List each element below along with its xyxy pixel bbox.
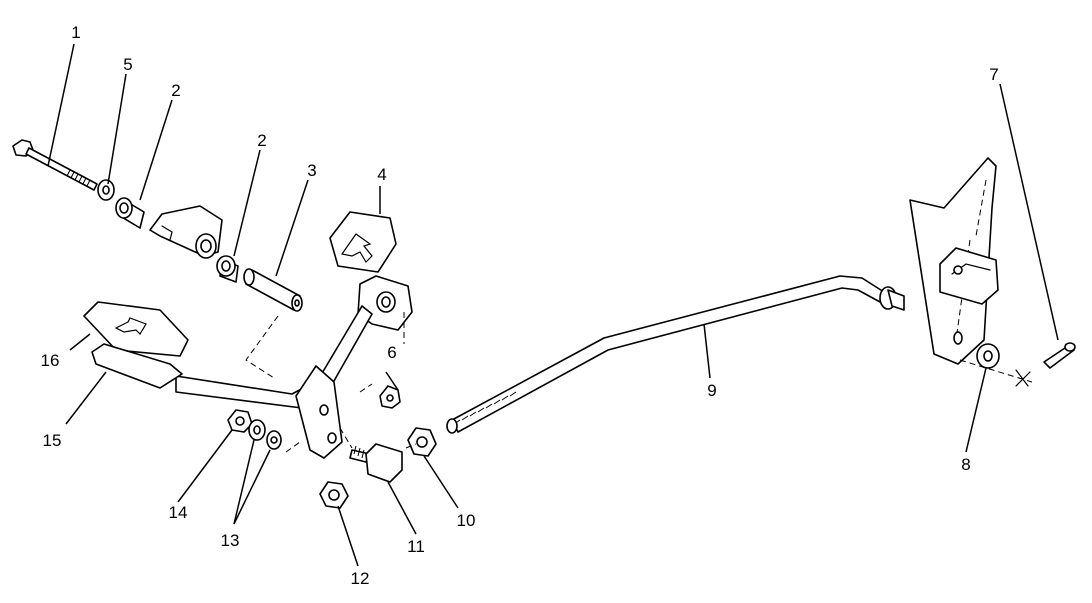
callout-labels: 1 5 2 2 3 4 16 15 6 14 13 10 11 12 9 8 7	[41, 23, 999, 588]
pedal-pad-4	[329, 211, 397, 273]
callout-2-right: 2	[257, 131, 266, 150]
nut-12	[319, 481, 349, 509]
bushing-2-right	[216, 255, 239, 283]
callout-2-left: 2	[171, 81, 180, 100]
callout-3: 3	[307, 161, 316, 180]
cotter-pin-7	[1043, 342, 1076, 369]
callout-10: 10	[457, 511, 476, 530]
washers-13	[248, 419, 282, 450]
mounting-bracket	[909, 157, 999, 365]
callout-16: 16	[41, 351, 60, 370]
nut-10	[407, 427, 437, 457]
rod-9	[446, 275, 905, 434]
callout-6: 6	[387, 343, 396, 362]
callout-14: 14	[169, 503, 188, 522]
pad-support-15	[91, 343, 183, 389]
lever-plate	[295, 365, 343, 459]
callout-15: 15	[43, 431, 62, 450]
callout-9: 9	[707, 381, 716, 400]
callout-7: 7	[989, 65, 998, 84]
callout-12: 12	[351, 569, 370, 588]
swivel-11	[349, 443, 403, 483]
bushing-2-left	[115, 197, 145, 229]
callout-1: 1	[71, 23, 80, 42]
callout-4: 4	[377, 165, 386, 184]
washer-5	[97, 179, 115, 201]
callout-leaders	[47, 43, 1059, 567]
callout-13: 13	[221, 531, 240, 550]
pedal-arm	[175, 305, 373, 409]
callout-8: 8	[961, 455, 970, 474]
callout-11: 11	[407, 537, 425, 556]
spacer-3	[243, 268, 303, 312]
assembly-lines	[245, 312, 1033, 453]
nut-6	[379, 385, 401, 409]
washer-8	[976, 343, 1000, 369]
bolt-1	[12, 139, 98, 191]
pivot-bracket	[149, 205, 223, 259]
callout-5: 5	[123, 55, 132, 74]
